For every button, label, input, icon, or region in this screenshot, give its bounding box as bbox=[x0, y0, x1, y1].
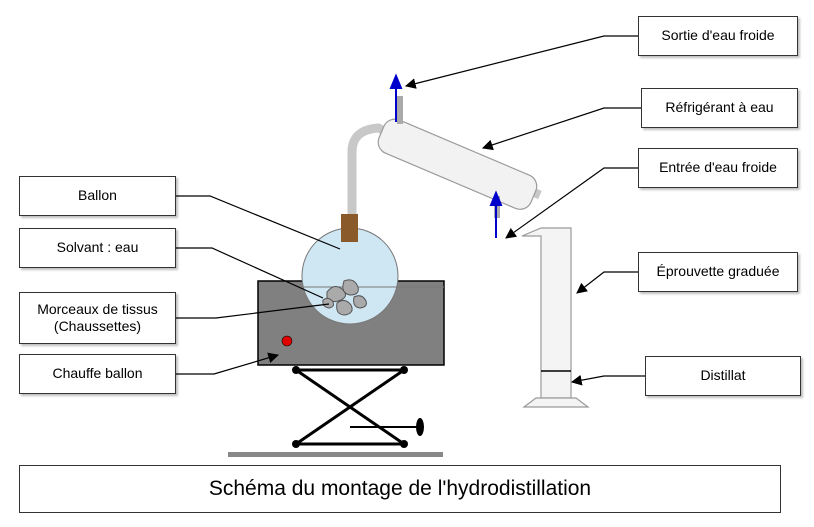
jack-knob bbox=[416, 418, 424, 436]
label-chauffe-ballon: Chauffe ballon bbox=[19, 354, 176, 394]
leader-eprouvette bbox=[576, 271, 638, 294]
water-inlet-arrow bbox=[489, 190, 503, 238]
leader-ballon bbox=[176, 195, 341, 250]
leader-refrigerant bbox=[481, 107, 641, 151]
label-entree-eau-froide: Entrée d'eau froide bbox=[638, 148, 798, 188]
bench-base bbox=[228, 452, 443, 457]
condenser bbox=[377, 96, 538, 218]
label-refrigerant: Réfrigérant à eau bbox=[641, 88, 798, 128]
diagram-caption: Schéma du montage de l'hydrodistillation bbox=[19, 465, 781, 513]
graduated-cylinder bbox=[521, 227, 590, 408]
fabric-pieces bbox=[322, 279, 367, 316]
heater-indicator-light bbox=[281, 335, 293, 347]
label-solvant: Solvant : eau bbox=[19, 228, 176, 268]
label-morceaux-tissus: Morceaux de tissus (Chaussettes) bbox=[19, 292, 176, 344]
leader-lines bbox=[176, 35, 645, 386]
leader-distillat bbox=[570, 374, 645, 386]
leader-chauffe bbox=[176, 352, 280, 375]
water-outlet-arrow bbox=[389, 73, 403, 122]
lab-jack bbox=[295, 368, 420, 446]
label-ballon: Ballon bbox=[19, 176, 176, 216]
leader-morceaux bbox=[176, 303, 330, 319]
label-distillat: Distillat bbox=[645, 356, 801, 396]
lab-jack-joints bbox=[292, 366, 424, 448]
leader-sortie bbox=[404, 35, 638, 89]
vapor-tube bbox=[347, 123, 542, 214]
label-sortie-eau-froide: Sortie d'eau froide bbox=[638, 16, 798, 56]
leader-entree bbox=[505, 167, 638, 239]
label-eprouvette: Éprouvette graduée bbox=[638, 252, 798, 292]
flask-neck-stopper bbox=[341, 214, 358, 242]
leader-solvant bbox=[176, 247, 324, 299]
